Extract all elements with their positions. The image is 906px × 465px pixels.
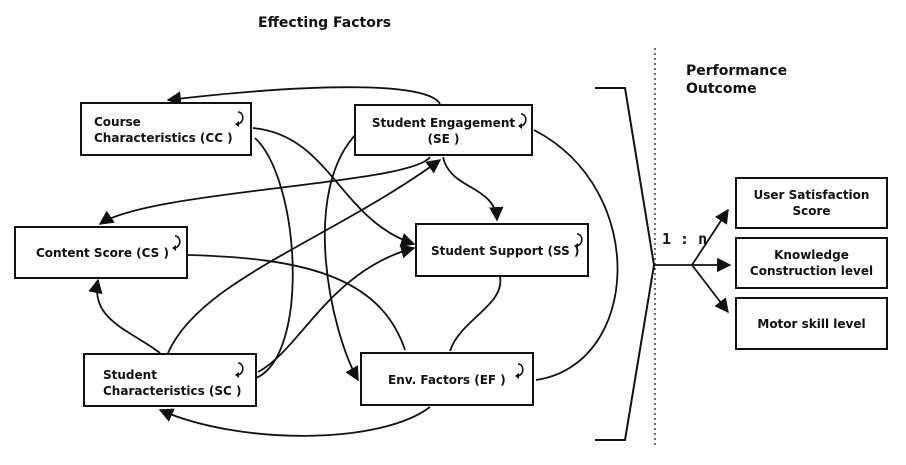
self-loop-arrow-icon — [235, 362, 244, 378]
self-loop-arrow-icon — [515, 363, 524, 379]
self-loop-arrow-icon — [518, 113, 527, 129]
outcome-label: User Satisfaction Score — [753, 188, 870, 218]
self-loop-arrow-icon — [172, 235, 181, 251]
title-performance-outcome: Performance Outcome — [686, 63, 788, 97]
factor-label: Student Engagement (SE ) — [371, 116, 516, 146]
ratio-label: 1 : n — [662, 230, 708, 248]
fanout-to-us — [691, 208, 729, 266]
edge-se-to-ef-right — [533, 129, 619, 381]
factor-student-engagement: Student Engagement (SE ) — [354, 104, 533, 156]
fanout-to-ms — [691, 264, 729, 314]
factor-label: Student Characteristics (SC ) — [103, 368, 242, 398]
edge-sc-to-cs — [88, 278, 161, 354]
factor-student-characteristics: Student Characteristics (SC ) — [83, 353, 257, 407]
outcome-label: Knowledge Construction level — [749, 248, 874, 278]
edge-cc-to-ss — [252, 127, 416, 247]
outcome-user-satisfaction: User Satisfaction Score — [735, 177, 888, 229]
factor-label: Course Characteristics (CC ) — [94, 115, 233, 145]
outcome-motor-skill: Motor skill level — [735, 297, 888, 350]
self-loop-arrow-icon — [574, 233, 583, 249]
edge-cc-to-sc — [254, 137, 294, 379]
factor-label: Env. Factors (EF ) — [388, 373, 506, 387]
edge-se-to-ef — [323, 131, 359, 382]
edge-sc-to-ss — [257, 244, 416, 373]
factor-label: Content Score (CS ) — [36, 246, 169, 260]
self-loop-arrow-icon — [235, 111, 244, 127]
edge-se-to-cc — [166, 86, 441, 106]
outcome-knowledge-construction: Knowledge Construction level — [735, 237, 888, 289]
edge-se-to-ss — [442, 156, 504, 222]
factor-content-score: Content Score (CS ) — [14, 226, 188, 279]
factor-label: Student Support (SS ) — [431, 244, 580, 258]
edge-sc-to-se — [167, 159, 442, 354]
title-effecting-factors: Effecting Factors — [258, 15, 392, 31]
outcome-label: Motor skill level — [757, 317, 866, 331]
edge-ss-to-ef — [449, 276, 502, 352]
edge-se-to-cs — [98, 156, 431, 225]
factor-course-characteristics: Course Characteristics (CC ) — [80, 102, 252, 156]
grouping-brace — [595, 87, 656, 441]
factor-student-support: Student Support (SS ) — [415, 223, 589, 277]
edge-ef-to-sc — [158, 406, 431, 437]
factor-env-factors: Env. Factors (EF ) — [360, 352, 534, 406]
edge-cs-to-ef — [187, 254, 406, 351]
